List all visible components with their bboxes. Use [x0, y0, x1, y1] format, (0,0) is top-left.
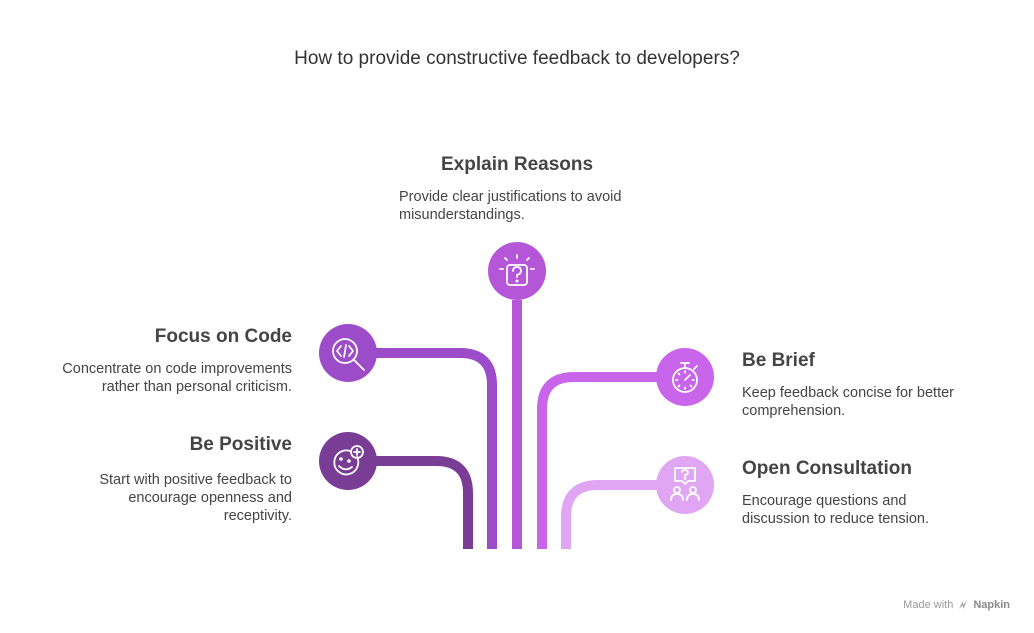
- positive-connector: [376, 456, 473, 549]
- be-brief-node: [656, 348, 714, 406]
- be-brief-title: Be Brief: [742, 350, 815, 371]
- be-positive-node: [319, 432, 377, 490]
- footer-prefix: Made with: [903, 599, 954, 611]
- napkin-logo-icon: [959, 601, 968, 609]
- brief-connector: [537, 372, 657, 549]
- focus-on-code-title: Focus on Code: [154, 326, 292, 347]
- be-positive-description: Start with positive feedback to encourag…: [99, 472, 292, 524]
- people-question-icon: [670, 467, 700, 501]
- footer-brand: Napkin: [973, 599, 1010, 611]
- diagram-title: How to provide constructive feedback to …: [294, 48, 740, 69]
- open-consultation-node: [656, 456, 714, 514]
- focus-on-code-description: Concentrate on code improvements rather …: [62, 361, 292, 395]
- be-positive-title: Be Positive: [189, 434, 292, 455]
- open-consultation-title: Open Consultation: [742, 458, 912, 479]
- code-search-icon: [332, 338, 365, 371]
- explain-reasons-title: Explain Reasons: [441, 154, 594, 175]
- consultation-connector: [561, 480, 657, 549]
- focus-connector: [376, 348, 497, 549]
- smiley-plus-icon: [333, 445, 364, 476]
- open-consultation-description: Encourage questions and discussion to re…: [742, 493, 929, 527]
- footer-credit: Made with Napkin: [903, 599, 1010, 611]
- question-lightbulb-icon: [499, 254, 535, 286]
- focus-on-code-node: [319, 324, 377, 382]
- be-brief-description: Keep feedback concise for better compreh…: [742, 385, 954, 419]
- explain-reasons-node: [488, 242, 546, 300]
- explain-reasons-description: Provide clear justifications to avoid mi…: [399, 189, 622, 223]
- stopwatch-icon: [672, 362, 698, 393]
